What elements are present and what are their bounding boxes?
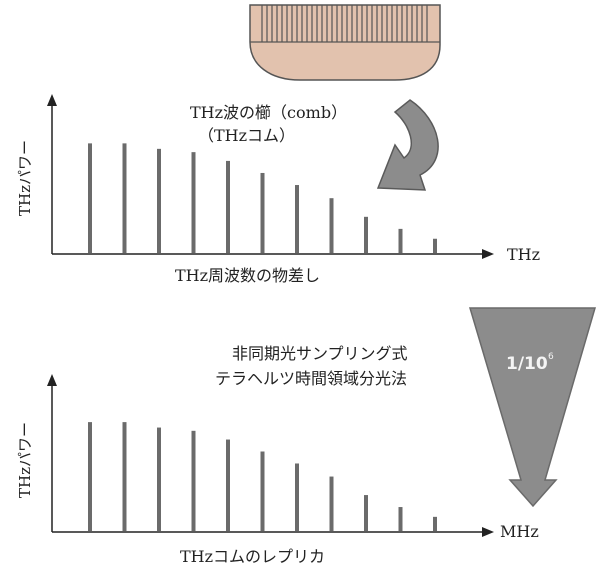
- method-label-line1: 非同期光サンプリング式: [232, 344, 408, 363]
- top-bar-6: [260, 172, 265, 253]
- top-bar-10: [398, 228, 403, 253]
- top-bar-5: [226, 160, 230, 253]
- down-wedge-arrow-icon: 1/10 6: [468, 307, 596, 508]
- bottom-bar-3: [157, 427, 161, 531]
- bottom-bar-2: [122, 422, 127, 531]
- top-bar-3: [157, 148, 161, 253]
- bottom-x-axis-arrowhead: [482, 527, 494, 537]
- top-bar-9: [364, 216, 368, 253]
- bottom-bar-11: [433, 516, 437, 531]
- top-y-axis-arrowhead: [47, 94, 57, 106]
- bottom-y-axis-arrowhead: [47, 374, 57, 386]
- reduction-exponent: 6: [548, 352, 554, 362]
- curved-arrow-icon: [376, 99, 439, 191]
- top-x-axis-arrowhead: [482, 249, 494, 259]
- reduction-factor-label: 1/10: [506, 354, 548, 374]
- top-bar-1: [88, 143, 92, 253]
- bottom-chart: [47, 374, 494, 537]
- bottom-bar-10: [398, 507, 403, 531]
- bottom-caption: THzコムのレプリカ: [180, 547, 325, 566]
- top-bar-2: [122, 143, 127, 253]
- top-y-axis-label: THzパワー: [16, 140, 34, 216]
- comb-label-line2: （THzコム）: [198, 126, 295, 145]
- bottom-x-unit-label: MHz: [500, 522, 539, 541]
- bottom-bar-4: [191, 430, 196, 531]
- top-chart: [47, 94, 494, 259]
- bottom-bar-9: [364, 495, 368, 531]
- top-bar-11: [433, 238, 437, 253]
- method-label-line2: テラヘルツ時間領域分光法: [215, 369, 407, 388]
- top-bar-8: [329, 198, 334, 253]
- comb-label-line1: THz波の櫛（comb）: [190, 103, 347, 122]
- top-caption: THz周波数の物差し: [175, 266, 320, 285]
- bottom-bar-1: [88, 422, 92, 531]
- bottom-y-axis-label: THzパワー: [16, 422, 34, 498]
- bottom-bar-8: [329, 476, 334, 531]
- bottom-bar-7: [295, 463, 299, 531]
- comb-icon: [249, 4, 441, 81]
- bottom-bar-6: [260, 451, 265, 531]
- bottom-bar-5: [226, 439, 230, 531]
- top-bar-4: [191, 152, 196, 253]
- top-bar-7: [295, 185, 299, 253]
- top-x-unit-label: THz: [507, 245, 540, 264]
